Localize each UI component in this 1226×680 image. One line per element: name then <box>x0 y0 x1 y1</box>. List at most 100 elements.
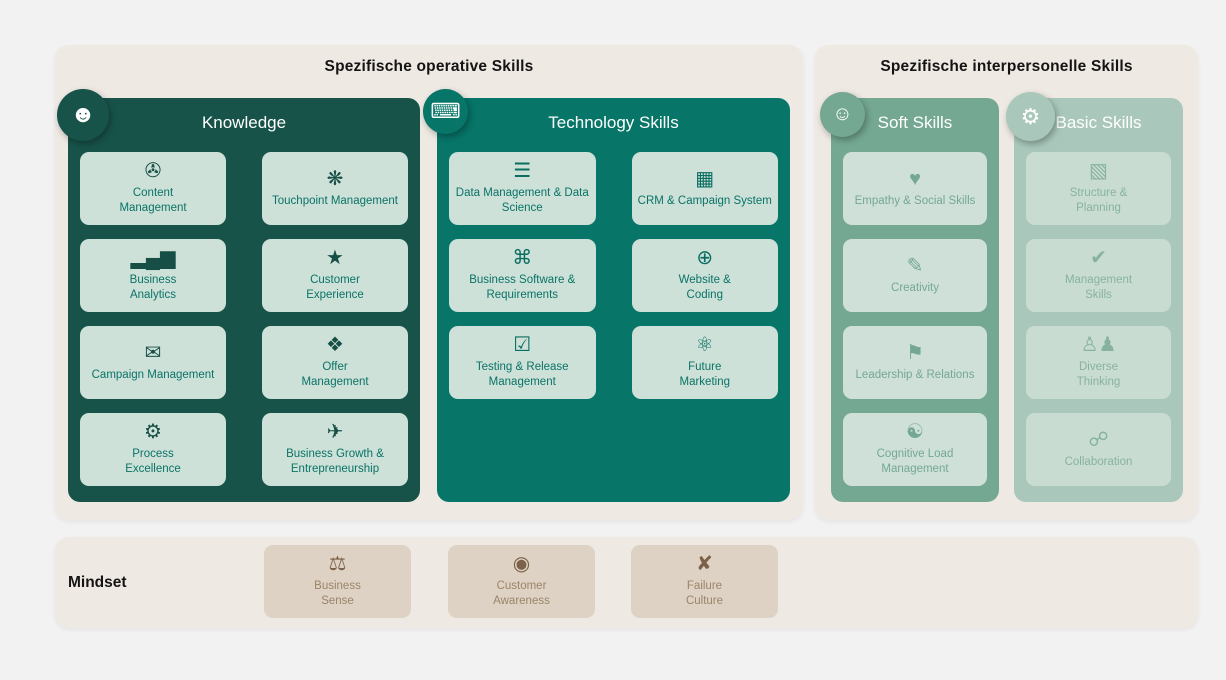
knowledge-badge: ☻ <box>57 89 109 141</box>
tile-collaboration: ☍ Collaboration <box>1026 413 1171 486</box>
tile-label: Business Analytics <box>129 274 177 301</box>
tile-label: Website & Coding <box>678 274 731 301</box>
tile-label: Leadership & Relations <box>855 368 975 381</box>
database-icon: ☰ <box>513 160 532 183</box>
tile-business-analytics: ▂▄▆ Business Analytics <box>80 239 226 312</box>
tile-touchpoint-management: ❋ Touchpoint Management <box>262 152 408 225</box>
tile-label: Process Excellence <box>125 448 181 475</box>
tile-failure-culture: ✘ Failure Culture <box>631 545 778 618</box>
technology-badge: ⌨ <box>423 89 468 134</box>
tile-label: Content Management <box>119 187 187 214</box>
crm-window-icon: ▦ <box>695 167 715 190</box>
mindset-panel: Mindset ⚖ Business Sense ◉ Customer Awar… <box>55 537 1198 628</box>
head-gear-icon: ☻ <box>70 101 96 128</box>
network-nodes-icon: ❋ <box>326 167 344 190</box>
knowledge-tile-grid: ✇ Content Management ❋ Touchpoint Manage… <box>80 152 408 486</box>
basic-skills-badge: ⚙ <box>1006 92 1055 141</box>
person-chart-icon: ⚖ <box>328 553 347 576</box>
tile-label: CRM & Campaign System <box>637 194 772 207</box>
tile-label: Customer Experience <box>306 274 364 301</box>
tile-business-growth-entrepreneurship: ✈ Business Growth & Entrepreneurship <box>262 413 408 486</box>
rocket-icon: ✈ <box>326 421 344 444</box>
tile-label: Creativity <box>891 281 939 294</box>
tile-label: Future Marketing <box>679 361 731 388</box>
tile-label: Cognitive Load Management <box>876 448 954 475</box>
checklist-monitor-icon: ☑ <box>513 334 532 357</box>
tile-label: Campaign Management <box>91 368 215 381</box>
tile-label: Failure Culture <box>685 580 724 607</box>
code-monitor-icon: ⌘ <box>512 247 533 270</box>
tile-label: Business Growth & Entrepreneurship <box>286 448 384 475</box>
tile-creativity: ✎ Creativity <box>843 239 987 312</box>
interpersonal-skills-panel: Spezifische interpersonelle Skills ☺ Sof… <box>815 45 1198 520</box>
tile-content-management: ✇ Content Management <box>80 152 226 225</box>
media-production-icon: ✇ <box>144 160 162 183</box>
tile-label: Customer Awareness <box>493 580 550 607</box>
basic-skills-card-title: Basic Skills <box>1055 113 1142 132</box>
tile-data-management-data-science: ☰ Data Management & Data Science <box>449 152 596 225</box>
team-puzzle-icon: ♙♟ <box>1080 334 1117 357</box>
tile-label: Collaboration <box>1064 455 1133 468</box>
tile-label: Diverse Thinking <box>1076 361 1121 388</box>
megaphone-icon: ✉ <box>144 341 162 364</box>
head-scribble-icon: ☯ <box>906 421 924 444</box>
basic-skills-tile-grid: ▧ Structure & Planning ✔ Management Skil… <box>1026 152 1171 486</box>
hand-people-icon: ★ <box>326 247 344 270</box>
tile-leadership-relations: ⚑ Leadership & Relations <box>843 326 987 399</box>
gears-icon: ⚙ <box>144 421 162 444</box>
handshake-icon: ☍ <box>1088 428 1109 451</box>
brain-chip-icon: ⚛ <box>695 334 714 357</box>
tile-label: Empathy & Social Skills <box>854 194 976 207</box>
operative-skills-panel: Spezifische operative Skills ☻ Knowledge… <box>55 45 803 520</box>
planning-board-icon: ▧ <box>1089 160 1108 183</box>
laptop-flowchart-icon: ⌨ <box>430 100 461 123</box>
hands-people-icon: ◉ <box>512 553 531 576</box>
tile-structure-planning: ▧ Structure & Planning <box>1026 152 1171 225</box>
tile-campaign-management: ✉ Campaign Management <box>80 326 226 399</box>
soft-skills-card-title: Soft Skills <box>877 113 953 132</box>
tile-label: Management Skills <box>1064 274 1133 301</box>
soft-skills-badge: ☺ <box>820 92 865 137</box>
tile-process-excellence: ⚙ Process Excellence <box>80 413 226 486</box>
tile-label: Structure & Planning <box>1069 187 1128 214</box>
tile-label: Offer Management <box>301 361 369 388</box>
tile-business-software-requirements: ⌘ Business Software & Requirements <box>449 239 596 312</box>
tile-label: Data Management & Data Science <box>455 187 589 214</box>
hands-presenting-icon: ❖ <box>326 334 344 357</box>
knowledge-card: ☻ Knowledge ✇ Content Management ❋ Touch… <box>57 89 420 502</box>
tile-testing-release-management: ☑ Testing & Release Management <box>449 326 596 399</box>
tile-cognitive-load-management: ☯ Cognitive Load Management <box>843 413 987 486</box>
hands-holding-icon: ✘ <box>696 553 713 576</box>
flags-icon: ⚑ <box>906 341 924 364</box>
tile-empathy-social-skills: ♥ Empathy & Social Skills <box>843 152 987 225</box>
soft-skills-card: ☺ Soft Skills ♥ Empathy & Social Skills … <box>820 92 999 502</box>
tile-crm-campaign-system: ▦ CRM & Campaign System <box>631 152 778 225</box>
tile-management-skills: ✔ Management Skills <box>1026 239 1171 312</box>
mindset-title: Mindset <box>68 573 127 591</box>
tile-customer-experience: ★ Customer Experience <box>262 239 408 312</box>
tile-label: Touchpoint Management <box>272 194 398 207</box>
checklist-doc-icon: ✔ <box>1090 247 1107 270</box>
tile-label: Testing & Release Management <box>475 361 569 388</box>
soft-skills-tile-grid: ♥ Empathy & Social Skills ✎ Creativity ⚑… <box>843 152 987 486</box>
tile-website-coding: ⊕ Website & Coding <box>631 239 778 312</box>
tile-business-sense: ⚖ Business Sense <box>264 545 411 618</box>
globe-cursor-icon: ⊕ <box>696 247 714 270</box>
knowledge-card-title: Knowledge <box>201 113 287 132</box>
tile-customer-awareness: ◉ Customer Awareness <box>448 545 595 618</box>
technology-card-title: Technology Skills <box>548 113 679 132</box>
interpersonal-skills-title: Spezifische interpersonelle Skills <box>880 58 1133 75</box>
basic-skills-card: ⚙ Basic Skills ▧ Structure & Planning ✔ … <box>1006 92 1183 502</box>
tile-future-marketing: ⚛ Future Marketing <box>631 326 778 399</box>
bar-chart-monitor-icon: ▂▄▆ <box>130 247 176 270</box>
head-heart-icon: ♥ <box>909 167 921 190</box>
pencil-icon: ✎ <box>906 254 924 277</box>
people-chat-icon: ☺ <box>832 103 853 125</box>
tile-diverse-thinking: ♙♟ Diverse Thinking <box>1026 326 1171 399</box>
operative-skills-title: Spezifische operative Skills <box>324 58 534 75</box>
tile-label: Business Sense <box>314 580 361 607</box>
tile-offer-management: ❖ Offer Management <box>262 326 408 399</box>
technology-skills-card: ⌨ Technology Skills ☰ Data Management & … <box>423 89 790 502</box>
gear-icon: ⚙ <box>1020 103 1041 129</box>
